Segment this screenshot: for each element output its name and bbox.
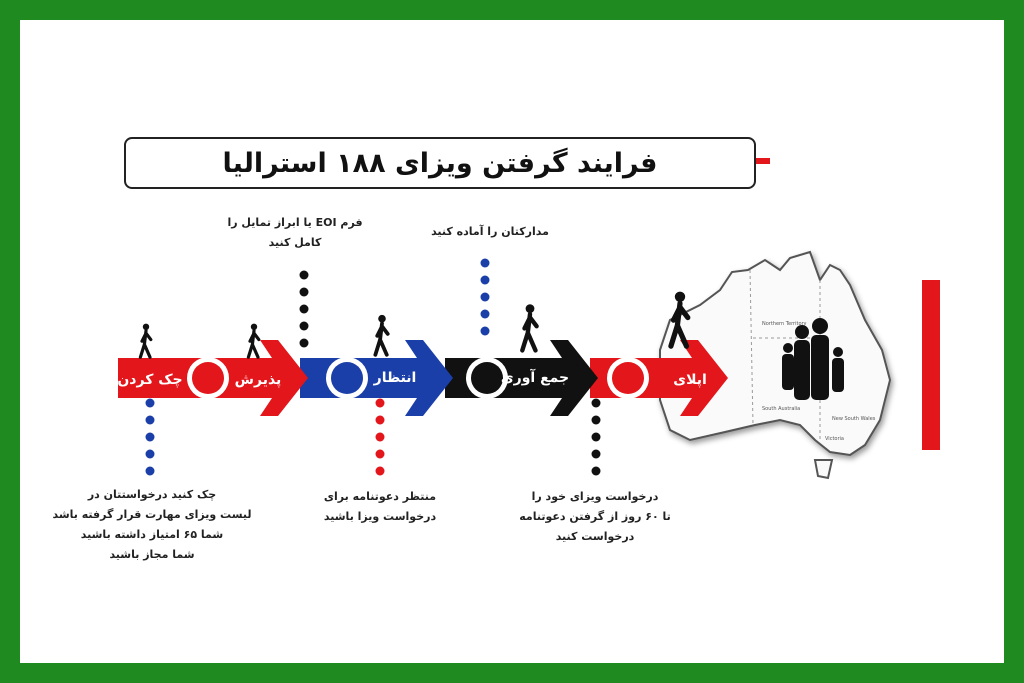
connector-dot: [375, 432, 385, 442]
connector-dot: [480, 258, 490, 268]
note-line: مدارکتان را آماده کنید: [431, 225, 549, 238]
note-wait: منتظر دعوتنامه برای درخواست ویزا باشید: [324, 487, 436, 527]
step-circle-inner: [331, 362, 363, 394]
note-line: لیست ویزای مهارت قرار گرفته باشد: [52, 508, 252, 521]
note-eoi: فرم EOI یا ابراز تمایل را کامل کنید: [227, 213, 362, 253]
walker-icon: [520, 304, 539, 353]
walker-icon: [668, 291, 691, 349]
note-line: شما مجاز باشید: [109, 548, 195, 561]
accent-vertical-bar: [922, 280, 940, 450]
note-line: تا ۶۰ روز از گرفتن دعوتنامه: [519, 510, 671, 523]
connector-dot: [299, 270, 309, 280]
connector-dot: [591, 432, 601, 442]
title-box: فرایند گرفتن ویزای ۱۸۸ استرالیا: [124, 137, 756, 189]
note-line: درخواست ویزا باشید: [323, 510, 437, 523]
process-arrow-band: [118, 340, 728, 416]
note-apply: درخواست ویزای خود را تا ۶۰ روز از گرفتن …: [519, 487, 671, 547]
connector-dot: [299, 338, 309, 348]
step-label-apply: اپلای: [673, 372, 707, 388]
note-check: چک کنید درخواستتان در لیست ویزای مهارت ق…: [52, 485, 251, 565]
walker-icon: [373, 314, 390, 357]
connector-dot: [145, 466, 155, 476]
step-label-gathering: جمع آوری: [500, 370, 570, 386]
step-circle-inner: [192, 362, 224, 394]
step-circle-inner: [612, 362, 644, 394]
connector-dot: [480, 326, 490, 336]
note-line: فرم EOI یا ابراز تمایل را: [227, 216, 363, 229]
note-line: درخواست کنید: [555, 530, 635, 543]
connector-dot: [480, 275, 490, 285]
connector-dot: [299, 304, 309, 314]
infographic-canvas: Northern Territory South Australia New S…: [20, 20, 1004, 663]
australia-map: Northern Territory South Australia New S…: [659, 250, 892, 480]
map-label: South Australia: [762, 406, 800, 412]
note-line: درخواست ویزای خود را: [531, 490, 659, 503]
connector-dot: [145, 432, 155, 442]
map-label: Northern Territory: [762, 321, 807, 327]
connector-dot: [480, 309, 490, 319]
note-line: شما ۶۵ امتیاز داشته باشید: [80, 528, 224, 541]
connector-dot: [480, 292, 490, 302]
step-circle-inner: [471, 362, 503, 394]
connector-dot: [299, 321, 309, 331]
step-label-check: چک کردن: [117, 372, 183, 388]
note-line: کامل کنید: [268, 236, 322, 249]
connector-dot: [591, 415, 601, 425]
connector-dot: [375, 415, 385, 425]
connector-dot: [591, 449, 601, 459]
connector-dot: [375, 466, 385, 476]
note-line: منتظر دعوتنامه برای: [323, 490, 437, 503]
connector-dot: [145, 398, 155, 408]
note-line: چک کنید درخواستتان در: [87, 488, 217, 501]
diagram-graphics: Northern Territory South Australia New S…: [118, 158, 940, 480]
connector-dot: [145, 415, 155, 425]
walker-icon: [138, 323, 153, 359]
page-title: فرایند گرفتن ویزای ۱۸۸ استرالیا: [222, 147, 658, 179]
connector-dot: [299, 287, 309, 297]
step-label-acceptance: پذیرش: [234, 372, 282, 388]
connector-dot: [375, 449, 385, 459]
walker-icons: [138, 291, 691, 359]
walker-icon: [246, 323, 261, 359]
connector-dot: [591, 466, 601, 476]
step-label-waiting: انتظار: [373, 370, 417, 386]
connector-dot: [145, 449, 155, 459]
connector-dot: [591, 398, 601, 408]
dotted-connectors: [145, 258, 601, 476]
map-label: New South Wales: [832, 416, 876, 422]
map-label: Victoria: [825, 436, 844, 442]
note-documents: مدارکتان را آماده کنید: [431, 222, 549, 242]
connector-dot: [375, 398, 385, 408]
family-icon: [782, 318, 844, 400]
